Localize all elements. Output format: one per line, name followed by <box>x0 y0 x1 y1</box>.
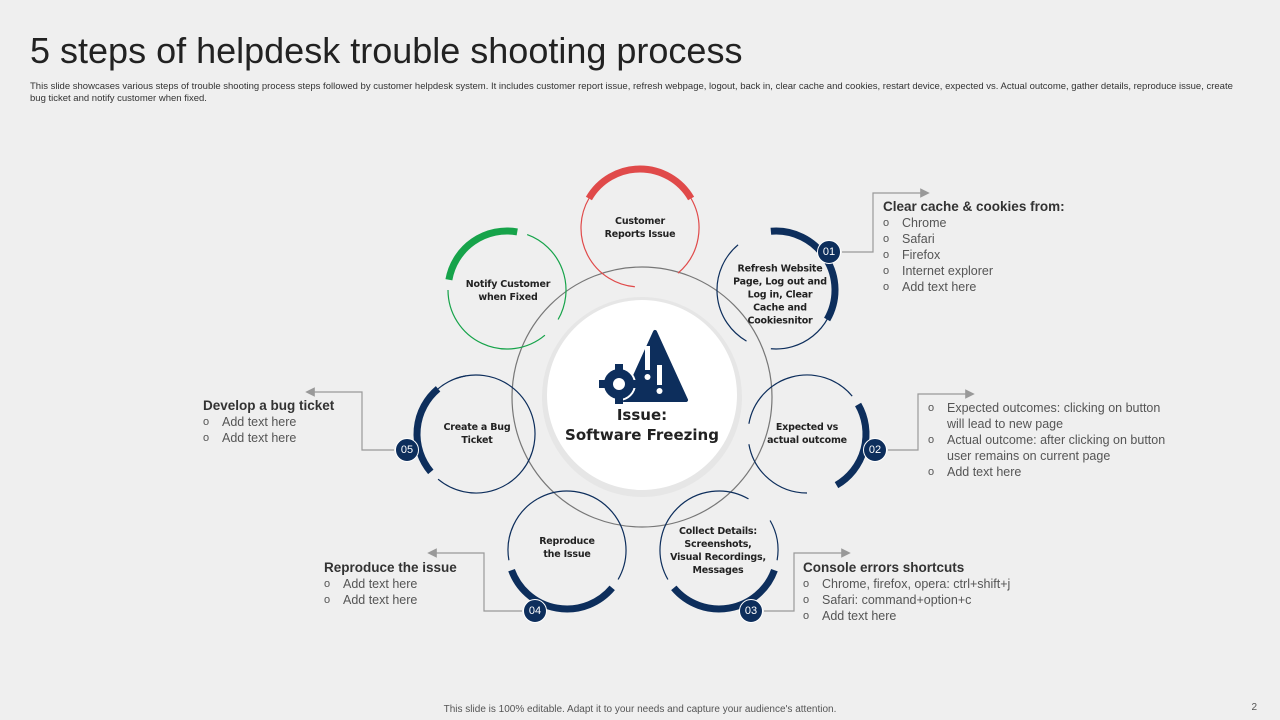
slide-description: This slide showcases various steps of tr… <box>30 81 1233 104</box>
gear-warning-icon <box>599 330 688 404</box>
slide-title: 5 steps of helpdesk trouble shooting pro… <box>30 30 743 71</box>
info-outcomes: Expected outcomes: clicking on button wi… <box>928 400 1168 480</box>
info-item: Add text here <box>803 608 1010 624</box>
ring-create-thin <box>437 375 466 390</box>
ring-expected-thin <box>748 444 808 494</box>
ring-reproduce-thin <box>537 490 627 580</box>
page-number: 2 <box>1251 702 1257 713</box>
ring-reproduce-thin <box>507 498 538 561</box>
footer-note: This slide is 100% editable. Adapt it to… <box>443 704 837 715</box>
info-item: Add text here <box>203 430 334 446</box>
info-item: Internet explorer <box>883 263 1065 279</box>
info-clear-cache: Clear cache & cookies from: Chrome Safar… <box>883 199 1065 295</box>
ring-notify-thick <box>445 227 518 281</box>
ring-refresh-thin <box>716 244 747 342</box>
info-item: Add text here <box>324 592 457 608</box>
ring-notify-thin <box>447 289 546 350</box>
info-heading: Clear cache & cookies from: <box>883 199 1065 214</box>
info-item: Firefox <box>883 247 1065 263</box>
info-item: Add text here <box>928 464 1168 480</box>
info-item: Expected outcomes: clicking on button wi… <box>928 400 1168 432</box>
step-collect-details: Collect Details: Screenshots, Visual Rec… <box>670 526 766 576</box>
info-item: Chrome <box>883 215 1065 231</box>
badge-05: 05 <box>395 438 419 462</box>
info-item: Add text here <box>203 414 334 430</box>
ring-reproduce-thick <box>508 568 615 613</box>
info-heading: Console errors shortcuts <box>803 560 965 575</box>
info-item: Chrome, firefox, opera: ctrl+shift+j <box>803 576 1010 592</box>
info-heading: Develop a bug ticket <box>203 398 335 413</box>
ring-customer-thin <box>677 198 700 274</box>
badge-01: 01 <box>817 240 841 264</box>
step-notify-customer: Notify Customer when Fixed <box>465 279 551 303</box>
ring-collect-thin <box>769 520 779 561</box>
ring-create-thick <box>413 386 441 475</box>
callout-lines <box>305 188 975 612</box>
info-item: Safari <box>883 231 1065 247</box>
info-bug-ticket: Develop a bug ticket Add text here Add t… <box>203 398 334 446</box>
ring-notify-thin <box>526 233 567 320</box>
info-console-shortcuts: Console errors shortcuts Chrome, firefox… <box>803 560 1010 624</box>
info-item: Safari: command+option+c <box>803 592 1010 608</box>
info-item: Add text here <box>883 279 1065 295</box>
step-refresh-website: Refresh Website Page, Log out and Log in… <box>733 263 827 327</box>
badge-04: 04 <box>523 599 547 623</box>
ring-expected-thin <box>748 374 853 424</box>
ring-collect-thick <box>671 568 778 613</box>
issue-heading: Issue: <box>616 406 668 424</box>
step-create-bug-ticket: Create a Bug Ticket <box>443 422 511 446</box>
ring-create-thin <box>437 374 536 494</box>
step-reproduce-issue: Reproduce the Issue <box>539 536 595 560</box>
step-customer-reports-issue: Customer Reports Issue <box>604 216 676 240</box>
ring-collect-thin <box>659 490 749 580</box>
info-item: Add text here <box>324 576 457 592</box>
connector-ring <box>511 266 773 528</box>
info-item: Actual outcome: after clicking on button… <box>928 432 1168 464</box>
badge-03: 03 <box>739 599 763 623</box>
ring-customer-thick <box>585 165 695 201</box>
badge-02: 02 <box>863 438 887 462</box>
info-reproduce: Reproduce the issue Add text here Add te… <box>324 560 457 608</box>
center-issue-label: Issue: Software Freezing <box>565 405 719 445</box>
issue-name: Software Freezing <box>565 426 719 444</box>
step-expected-vs-actual: Expected vs actual outcome <box>767 422 847 446</box>
ring-customer-thin <box>580 198 635 288</box>
info-heading: Reproduce the issue <box>324 560 457 575</box>
